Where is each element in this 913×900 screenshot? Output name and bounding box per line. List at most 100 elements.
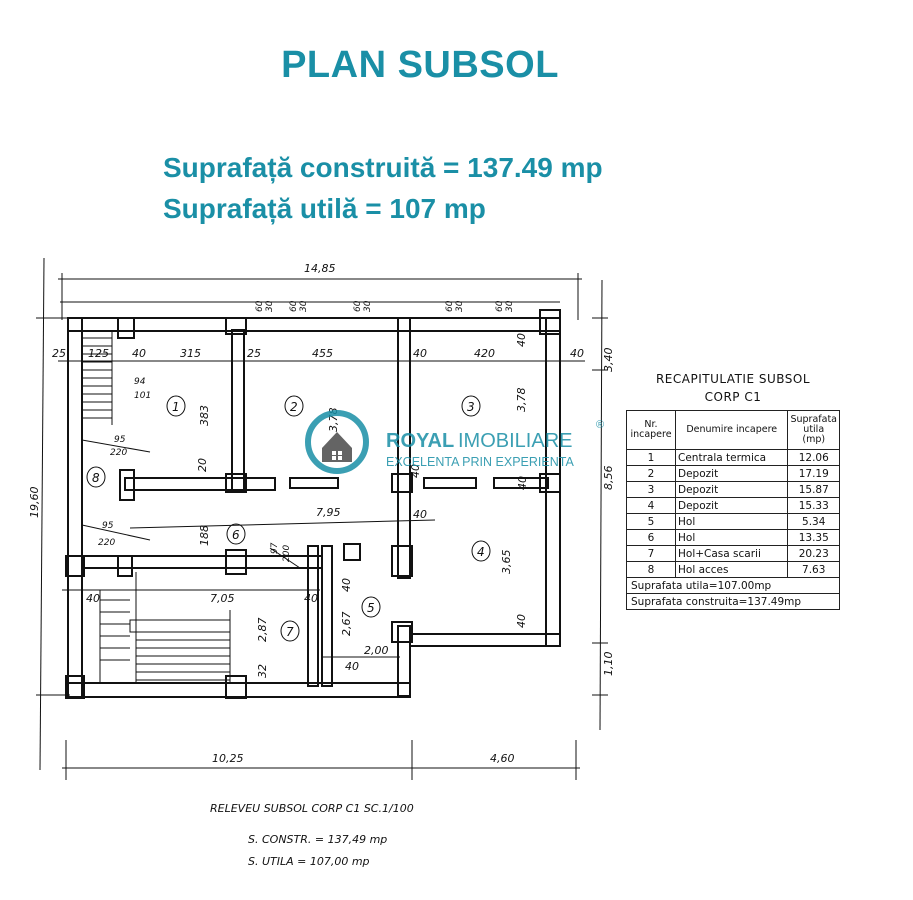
dim-text: 3,78: [515, 388, 528, 413]
watermark: ROYAL IMOBILIARE EXCELENTA PRIN EXPERIEN…: [305, 410, 604, 474]
door-swings: [81, 439, 301, 569]
room-label: 2: [290, 400, 298, 414]
floor-plan: 1 2 3 4 5 6 7 8 14,85 19,60 3,40 8,56 1,…: [28, 257, 615, 868]
dim-text: 4,60: [490, 752, 515, 765]
dim-text: 383: [198, 405, 211, 426]
built-area-summary: Suprafață construită = 137.49 mp: [163, 152, 603, 183]
dim-text: 188: [198, 525, 211, 546]
dim-text: 40: [413, 508, 427, 521]
dim-text: 60: [445, 300, 455, 312]
cell-name: Centrala termica: [674, 449, 789, 466]
dim-text: 32: [256, 664, 269, 678]
column-header: Denumire incapere: [674, 410, 789, 450]
built-area-caption: S. CONSTR. = 137,49 mp: [248, 833, 387, 846]
dim-text: 25: [52, 347, 66, 360]
dim-text: 315: [180, 347, 201, 360]
dim-text: 2,00: [364, 644, 389, 657]
dim-text: 10,25: [212, 752, 244, 765]
built-total: Suprafata construita=137.49mp: [626, 593, 840, 610]
room-label: 8: [92, 471, 100, 485]
dim-text: 30: [455, 300, 465, 312]
recap-subtitle: CORP C1: [704, 390, 762, 404]
column-header: Suprafata utila (mp): [787, 410, 840, 450]
cell-name: Depozit: [674, 497, 789, 514]
cell-area: 13.35: [787, 529, 840, 546]
walls: [65, 309, 561, 699]
dim-text: 40: [516, 476, 529, 490]
useful-total-row: Suprafata utila=107.00mp: [626, 577, 840, 594]
cell-name: Depozit: [674, 481, 789, 498]
dim-text: 97: [270, 542, 280, 554]
dim-text: 40: [515, 333, 528, 347]
dim-text: 125: [88, 347, 109, 360]
dim-text: 30: [299, 300, 309, 312]
dim-text: 101: [134, 391, 151, 401]
stairs-bottom: [99, 572, 231, 683]
page-title: PLAN SUBSOL: [281, 44, 559, 86]
recap-title: RECAPITULATIE SUBSOL: [655, 372, 811, 386]
house-in-ring-icon: [305, 410, 369, 474]
room-label: 7: [286, 625, 294, 639]
column-header: Nr. incapere: [626, 410, 676, 450]
dim-text: 40: [515, 614, 528, 628]
recap-table: Nr. incapere Denumire incapere Suprafata…: [626, 410, 840, 610]
cell-name: Hol+Casa scarii: [674, 545, 789, 562]
dim-text: 7,95: [316, 506, 341, 519]
dim-text: 3,65: [500, 550, 513, 575]
cell-nr: 1: [626, 449, 676, 466]
dim-text: 40: [345, 660, 359, 673]
dim-text: 30: [505, 300, 515, 312]
dim-text: 220: [98, 538, 115, 548]
dim-text: 8,56: [602, 466, 615, 491]
dim-text: 60: [255, 300, 265, 312]
brand-name-light: IMOBILIARE: [458, 430, 572, 452]
dim-text: 40: [86, 592, 100, 605]
cell-nr: 4: [626, 497, 676, 514]
dim-text: 40: [409, 464, 422, 478]
cell-name: Hol: [674, 529, 789, 546]
dim-text: 455: [312, 347, 333, 360]
cell-area: 12.06: [787, 449, 840, 466]
cell-name: Depozit: [674, 465, 789, 482]
room-label: 4: [477, 545, 485, 559]
room-markers: [86, 395, 491, 642]
dim-text: 40: [570, 347, 584, 360]
registered-mark: ®: [596, 419, 604, 431]
dim-text: 7,05: [210, 592, 235, 605]
dim-text: 60: [289, 300, 299, 312]
dim-text: 95: [102, 521, 114, 531]
cell-nr: 5: [626, 513, 676, 530]
dim-text: 200: [282, 545, 292, 562]
brand-name-bold: ROYAL: [386, 430, 454, 452]
cell-area: 17.19: [787, 465, 840, 482]
room-label: 6: [232, 528, 240, 542]
cell-nr: 2: [626, 465, 676, 482]
dim-text: 3,40: [602, 348, 615, 373]
plan-caption: RELEVEU SUBSOL CORP C1 SC.1/100: [210, 802, 414, 815]
dim-text: 2,87: [256, 618, 269, 643]
dim-text: 19,60: [28, 487, 41, 519]
dim-text: 40: [413, 347, 427, 360]
dim-text: 40: [340, 578, 353, 592]
dim-text: 420: [474, 347, 495, 360]
room-label: 3: [467, 400, 475, 414]
cell-area: 15.87: [787, 481, 840, 498]
useful-area-summary: Suprafață utilă = 107 mp: [163, 193, 486, 224]
brand-tagline: EXCELENTA PRIN EXPERIENTA: [386, 455, 574, 469]
recap-panel: RECAPITULATIE SUBSOL CORP C1 Nr. incaper…: [626, 372, 840, 610]
dim-text: 60: [495, 300, 505, 312]
room-label: 5: [367, 601, 375, 615]
cell-nr: 8: [626, 561, 676, 578]
cell-nr: 3: [626, 481, 676, 498]
cell-area: 20.23: [787, 545, 840, 562]
cell-area: 15.33: [787, 497, 840, 514]
dim-text: 20: [196, 458, 209, 472]
dim-text: 95: [114, 435, 126, 445]
table-header-row: Nr. incapere Denumire incapere Suprafata…: [626, 410, 840, 450]
